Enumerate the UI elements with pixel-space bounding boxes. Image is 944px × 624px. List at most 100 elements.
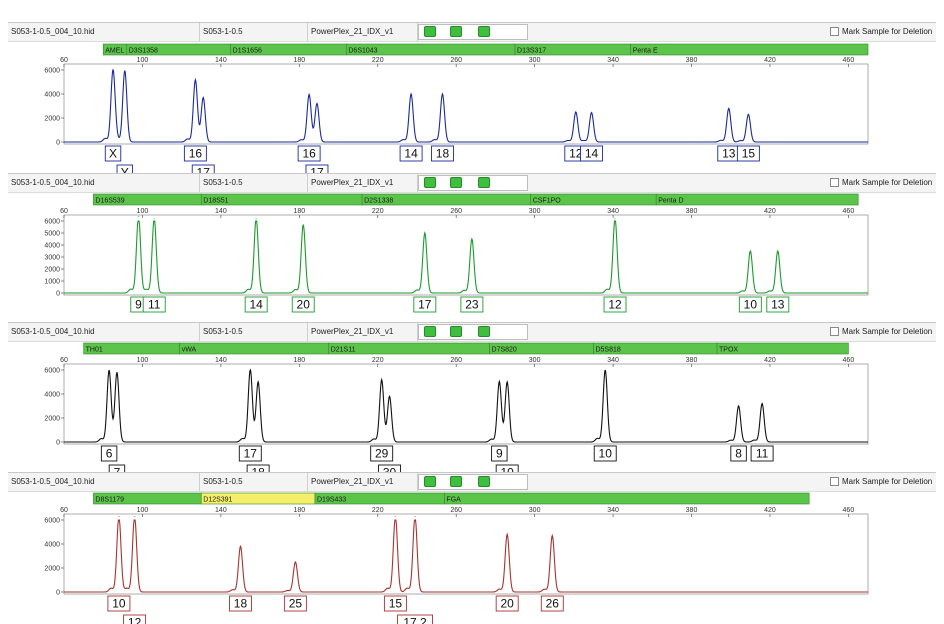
x-tick-label: 140 bbox=[215, 507, 227, 514]
allele-label[interactable]: 10 bbox=[593, 445, 617, 462]
y-tick-label: 6000 bbox=[44, 518, 60, 525]
allele-text: Y bbox=[121, 166, 129, 180]
panel-name-cell[interactable]: PowerPlex_21_IDX_v1 bbox=[308, 23, 418, 41]
allele-label[interactable]: 14 bbox=[580, 145, 603, 162]
x-tick-label: 340 bbox=[607, 57, 619, 64]
allele-label[interactable]: 12 bbox=[603, 296, 627, 313]
allele-label[interactable]: 26 bbox=[540, 595, 564, 612]
mark-for-deletion-checkbox[interactable] bbox=[830, 27, 839, 36]
dye-button-1[interactable] bbox=[424, 326, 436, 337]
dye-selector[interactable] bbox=[418, 24, 528, 40]
panel-name-cell[interactable]: PowerPlex_21_IDX_v1 bbox=[308, 473, 418, 491]
dye-button-2[interactable] bbox=[450, 326, 462, 337]
x-tick-label: 340 bbox=[607, 208, 619, 215]
allele-label[interactable]: 18 bbox=[431, 145, 454, 162]
mark-for-deletion-checkbox[interactable] bbox=[830, 477, 839, 486]
allele-label[interactable]: 16 bbox=[297, 145, 321, 162]
locus-fga[interactable] bbox=[444, 492, 810, 505]
dye-button-2[interactable] bbox=[450, 177, 462, 188]
locus-label: D2S1338 bbox=[364, 198, 393, 205]
allele-label[interactable]: 17 bbox=[413, 296, 437, 313]
signal-trace bbox=[64, 68, 868, 143]
dye-button-2[interactable] bbox=[450, 26, 462, 37]
locus-label: D16S539 bbox=[95, 198, 124, 205]
allele-label[interactable]: 20 bbox=[291, 296, 315, 313]
mark-for-deletion-label: Mark Sample for Deletion bbox=[842, 477, 933, 486]
dye-button-1[interactable] bbox=[424, 476, 436, 487]
sample-name-cell: S053-1-0.5 bbox=[200, 323, 308, 341]
allele-text: 17 bbox=[244, 447, 258, 461]
allele-text: 11 bbox=[148, 298, 161, 312]
allele-label[interactable]: 10 bbox=[738, 296, 762, 313]
locus-tpox[interactable] bbox=[716, 342, 849, 355]
allele-text: 23 bbox=[465, 298, 479, 312]
locus-label: D13S317 bbox=[517, 48, 546, 55]
mark-for-deletion-checkbox[interactable] bbox=[830, 327, 839, 336]
allele-label[interactable]: 23 bbox=[460, 296, 484, 313]
allele-label[interactable]: 13 bbox=[717, 145, 741, 162]
allele-label[interactable]: 29 bbox=[370, 445, 394, 462]
x-tick-label: 420 bbox=[764, 507, 776, 514]
y-tick-label: 2000 bbox=[44, 116, 60, 123]
dye-button-1[interactable] bbox=[424, 177, 436, 188]
allele-label[interactable]: 11 bbox=[750, 445, 774, 462]
dye-button-3[interactable] bbox=[478, 26, 490, 37]
allele-label[interactable]: 17.2 bbox=[397, 614, 433, 624]
dye-selector[interactable] bbox=[418, 324, 528, 340]
x-tick-label: 460 bbox=[843, 208, 855, 215]
allele-label[interactable]: 14 bbox=[399, 145, 423, 162]
locus-vwa[interactable] bbox=[179, 342, 330, 355]
allele-label[interactable]: 20 bbox=[495, 595, 519, 612]
locus-penta-d[interactable] bbox=[655, 193, 859, 206]
allele-text: 18 bbox=[234, 597, 248, 611]
allele-text: 29 bbox=[375, 447, 389, 461]
x-tick-label: 140 bbox=[215, 357, 227, 364]
dye-button-3[interactable] bbox=[478, 177, 490, 188]
y-tick-label: 2000 bbox=[44, 566, 60, 573]
allele-text: 25 bbox=[289, 597, 303, 611]
allele-label[interactable]: 6 bbox=[100, 445, 118, 462]
x-tick-label: 260 bbox=[450, 507, 462, 514]
dye-button-1[interactable] bbox=[424, 26, 436, 37]
panel-name-cell[interactable]: PowerPlex_21_IDX_v1 bbox=[308, 174, 418, 192]
plot-area bbox=[63, 214, 869, 296]
signal-trace bbox=[64, 220, 868, 294]
mark-for-deletion-checkbox[interactable] bbox=[830, 178, 839, 187]
x-tick-label: 300 bbox=[529, 208, 541, 215]
allele-text: 13 bbox=[771, 298, 785, 312]
dye-selector[interactable] bbox=[418, 474, 528, 490]
locus-penta-e[interactable] bbox=[630, 43, 869, 56]
allele-label[interactable]: 11 bbox=[142, 296, 166, 313]
x-tick-label: 140 bbox=[215, 208, 227, 215]
dye-selector[interactable] bbox=[418, 175, 528, 191]
allele-label[interactable]: 13 bbox=[766, 296, 790, 313]
dye-button-2[interactable] bbox=[450, 476, 462, 487]
locus-label: D8S1179 bbox=[95, 497, 124, 504]
allele-label[interactable]: 18 bbox=[229, 595, 252, 612]
dye-button-3[interactable] bbox=[478, 476, 490, 487]
allele-label[interactable]: 12 bbox=[123, 614, 147, 624]
allele-label[interactable]: 16 bbox=[183, 145, 207, 162]
plot-area bbox=[63, 363, 869, 445]
allele-label[interactable]: 8 bbox=[730, 445, 747, 462]
allele-label[interactable]: 10 bbox=[107, 595, 131, 612]
allele-label[interactable]: 17 bbox=[238, 445, 262, 462]
allele-label[interactable]: 14 bbox=[244, 296, 268, 313]
x-tick-label: 220 bbox=[372, 357, 384, 364]
allele-text: 15 bbox=[389, 597, 403, 611]
panel-name-cell[interactable]: PowerPlex_21_IDX_v1 bbox=[308, 323, 418, 341]
locus-label: AMEL bbox=[105, 48, 124, 55]
locus-label: D7S820 bbox=[492, 347, 517, 354]
allele-label[interactable]: 15 bbox=[383, 595, 407, 612]
allele-text: 6 bbox=[106, 447, 113, 461]
dye-button-3[interactable] bbox=[478, 326, 490, 337]
allele-label[interactable]: X bbox=[104, 145, 122, 162]
allele-label[interactable]: 9 bbox=[491, 445, 508, 462]
allele-label[interactable]: 25 bbox=[283, 595, 307, 612]
allele-label[interactable]: 15 bbox=[736, 145, 760, 162]
